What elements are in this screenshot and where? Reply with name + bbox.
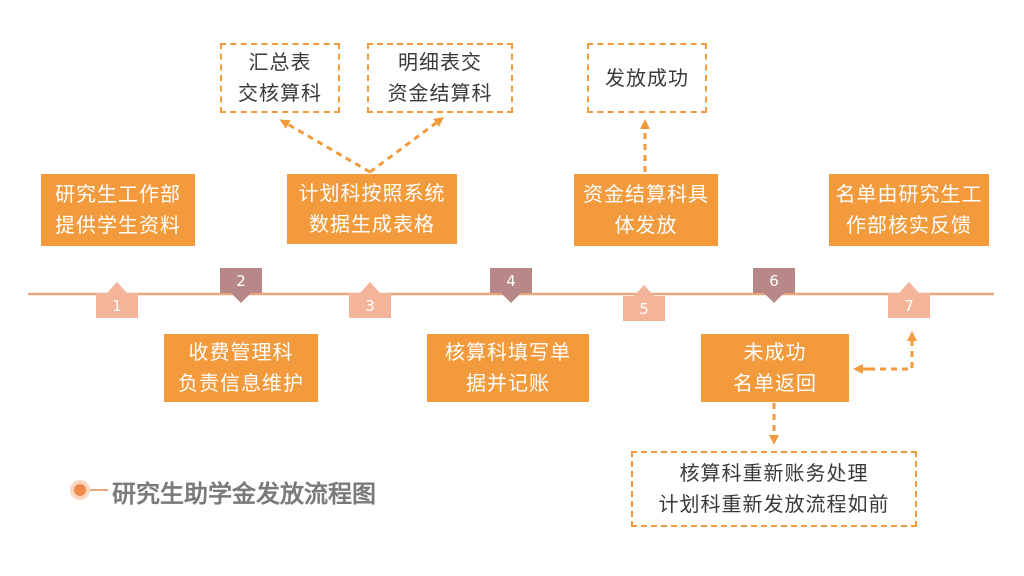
step-2-marker: 2 bbox=[220, 268, 262, 293]
success-box: 发放成功 bbox=[587, 43, 707, 113]
step-3-box: 计划科按照系统 数据生成表格 bbox=[287, 174, 457, 244]
legend-dot bbox=[74, 484, 86, 496]
marker-2-pointer bbox=[231, 293, 251, 303]
step-7-box: 名单由研究生工 作部核实反馈 bbox=[829, 174, 989, 246]
step-3-marker: 3 bbox=[349, 293, 391, 318]
step-5-box: 资金结算科具 体发放 bbox=[574, 174, 718, 246]
marker-3-pointer bbox=[360, 282, 380, 293]
step-6-marker: 6 bbox=[753, 268, 795, 293]
step-2-box: 收费管理科 负责信息维护 bbox=[164, 334, 318, 402]
step-1-box: 研究生工作部 提供学生资料 bbox=[41, 174, 195, 246]
step-1-marker: 1 bbox=[96, 293, 138, 318]
arrow-to-step7 bbox=[858, 331, 917, 371]
arrow-to-summary bbox=[279, 119, 371, 174]
arrow-to-detail bbox=[369, 117, 445, 174]
marker-5-pointer bbox=[634, 285, 654, 296]
marker-4-pointer bbox=[501, 293, 521, 303]
marker-1-pointer bbox=[107, 282, 127, 293]
summary-box: 汇总表 交核算科 bbox=[220, 43, 340, 113]
step-4-box: 核算科填写单 据并记账 bbox=[427, 334, 589, 402]
reprocess-box: 核算科重新账务处理 计划科重新发放流程如前 bbox=[631, 451, 917, 527]
step-5-marker: 5 bbox=[623, 296, 665, 321]
diagram-title: 研究生助学金发放流程图 bbox=[112, 480, 376, 508]
marker-7-pointer bbox=[899, 282, 919, 293]
marker-6-pointer bbox=[764, 293, 784, 303]
step-4-marker: 4 bbox=[490, 268, 532, 293]
step-7-marker: 7 bbox=[888, 293, 930, 318]
step-6-box: 未成功 名单返回 bbox=[701, 334, 849, 402]
detail-box: 明细表交 资金结算科 bbox=[367, 43, 513, 113]
